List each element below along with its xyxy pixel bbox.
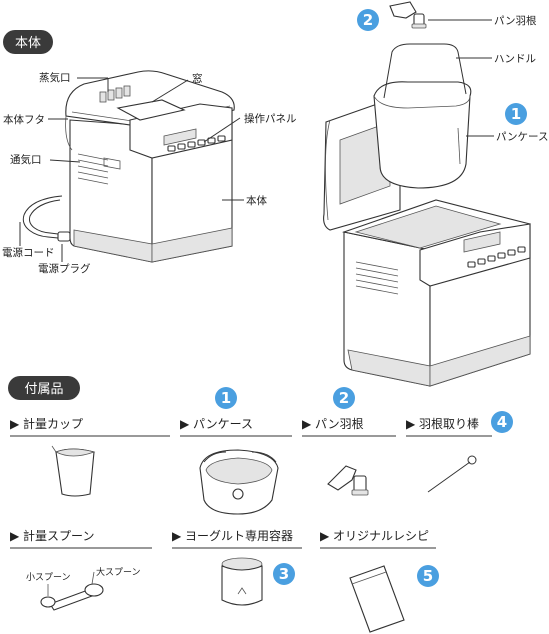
power-plug-label: 電源プラグ <box>38 262 91 275</box>
main-unit-labels: 蒸気口 窓 本体フタ 操作パネル 通気口 本体 電源コード 電源プラグ <box>2 71 297 275</box>
section-header-main-unit: 本体 <box>3 30 53 54</box>
svg-text:▶ 計量スプーン: ▶ 計量スプーン <box>10 528 94 543</box>
body-label: 本体 <box>246 194 267 207</box>
bread-case-label: パンケース <box>496 131 549 143</box>
badge-case: 1 <box>505 103 527 125</box>
svg-text:大スプーン: 大スプーン <box>96 566 141 578</box>
section-header-accessories: 付属品 <box>8 376 80 400</box>
power-cord-label: 電源コード <box>2 246 55 259</box>
accessory-recipe-book: 5 ▶ オリジナルレシピ <box>320 529 439 633</box>
air-vent-label: 通気口 <box>10 153 42 166</box>
accessory-kneading-blade: 2 ▶ パン羽根 <box>302 387 396 496</box>
svg-text:本体: 本体 <box>15 36 41 51</box>
accessory-blade-remover: 4 ▶ 羽根取り棒 <box>406 411 513 493</box>
control-panel-label: 操作パネル <box>244 112 297 125</box>
open-unit-labels: パン羽根 ハンドル パンケース <box>494 14 549 143</box>
svg-text:4: 4 <box>497 413 507 431</box>
svg-text:▶ パン羽根: ▶ パン羽根 <box>302 417 364 431</box>
svg-text:▶ 羽根取り棒: ▶ 羽根取り棒 <box>406 417 479 431</box>
main-unit-leader-lines <box>19 77 244 262</box>
svg-text:小スプーン: 小スプーン <box>26 572 71 583</box>
steam-vent-label: 蒸気口 <box>39 71 71 84</box>
badge-blade: 2 <box>357 9 379 31</box>
svg-text:1: 1 <box>511 105 521 123</box>
bread-maker-closed-illustration <box>22 70 235 263</box>
window-label: 窓 <box>192 72 203 85</box>
accessory-bread-case: 1 ▶ パンケース <box>180 387 292 515</box>
handle-label: ハンドル <box>494 53 536 65</box>
open-unit-leader-lines <box>428 19 494 137</box>
lid-label: 本体フタ <box>3 113 45 126</box>
accessory-measuring-cup: ▶ 計量カップ <box>10 416 170 497</box>
svg-text:1: 1 <box>221 389 231 407</box>
svg-text:2: 2 <box>339 389 349 407</box>
svg-text:3: 3 <box>279 565 289 583</box>
accessory-yogurt-container: 3 ▶ ヨーグルト専用容器 <box>172 528 302 606</box>
svg-text:▶ 計量カップ: ▶ 計量カップ <box>10 416 83 431</box>
accessory-measuring-spoon: ▶ 計量スプーン 小スプーン 大スプーン <box>10 528 152 611</box>
svg-text:5: 5 <box>423 567 433 585</box>
svg-text:2: 2 <box>363 11 373 29</box>
svg-text:▶ オリジナルレシピ: ▶ オリジナルレシピ <box>320 529 429 543</box>
svg-text:▶ ヨーグルト専用容器: ▶ ヨーグルト専用容器 <box>172 528 293 543</box>
bread-maker-open-illustration <box>323 1 531 387</box>
svg-text:付属品: 付属品 <box>24 382 63 397</box>
kneading-blade-label: パン羽根 <box>494 14 537 27</box>
svg-text:▶ パンケース: ▶ パンケース <box>180 417 253 431</box>
